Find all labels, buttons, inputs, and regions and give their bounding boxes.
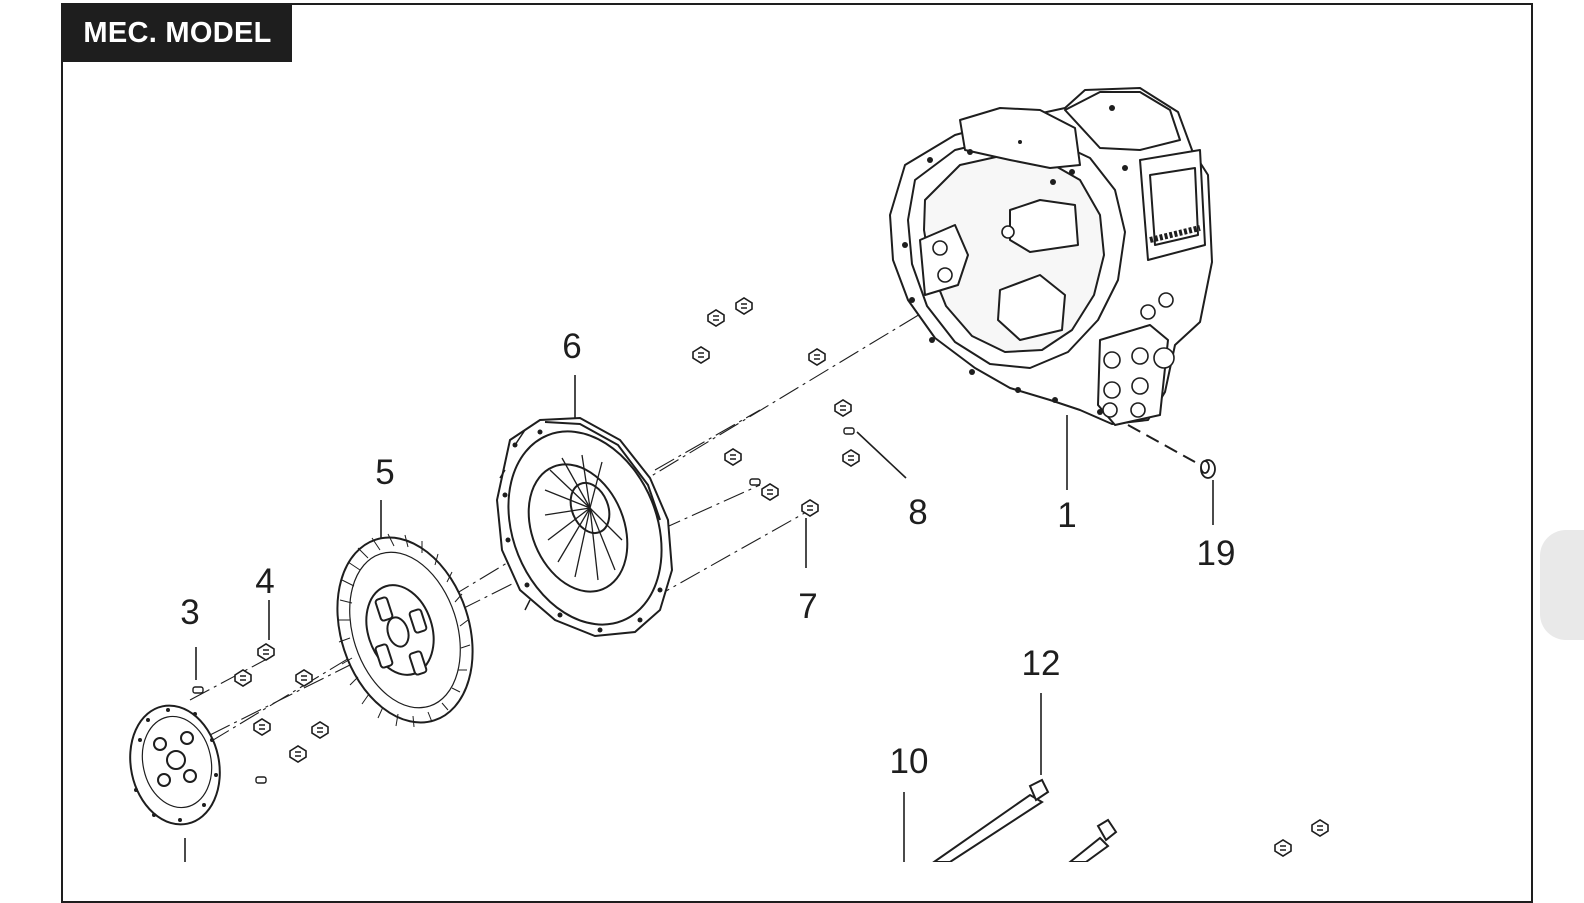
dowel-pin [192, 686, 204, 694]
callout-10: 10 [890, 742, 929, 781]
pressure-plate [495, 416, 674, 638]
callout-labels: 1 3 4 5 6 7 8 10 12 19 [180, 327, 1235, 781]
dowel-pin [749, 478, 761, 486]
callout-6: 6 [562, 327, 581, 366]
bolt [692, 346, 710, 364]
plug-part [1200, 459, 1216, 479]
callout-8: 8 [908, 493, 927, 532]
nut [1311, 819, 1329, 837]
callout-5: 5 [375, 453, 394, 492]
bolt [735, 297, 753, 315]
exploded-parts-diagram: 1 3 4 5 6 7 8 10 12 19 [129, 87, 1329, 862]
bolt [808, 348, 826, 366]
callout-19: 19 [1197, 534, 1236, 573]
bolt [842, 449, 860, 467]
bolt [724, 448, 742, 466]
section-tab[interactable] [1540, 530, 1584, 640]
bolt [289, 745, 307, 763]
plug-axis-line [1127, 424, 1196, 463]
bolt [834, 399, 852, 417]
callout-7: 7 [798, 587, 817, 626]
flywheel-flange [129, 704, 221, 826]
bolt [707, 309, 725, 327]
dowel-pin [843, 427, 855, 435]
bolt [295, 669, 313, 687]
bolt [311, 721, 329, 739]
model-title: MEC. MODEL [63, 5, 292, 62]
bolt [253, 718, 271, 736]
callout-3: 3 [180, 593, 199, 632]
bolt [761, 483, 779, 501]
bolt [257, 643, 275, 661]
long-studs [932, 778, 1118, 862]
dowel-pin [255, 776, 267, 784]
callout-4: 4 [255, 562, 274, 601]
nut [1274, 839, 1292, 857]
clutch-disc [336, 533, 474, 728]
callout-1: 1 [1057, 496, 1076, 535]
bolt [234, 669, 252, 687]
gearbox-housing [889, 87, 1213, 426]
leader-lines [184, 375, 1214, 862]
callout-12: 12 [1022, 644, 1061, 683]
